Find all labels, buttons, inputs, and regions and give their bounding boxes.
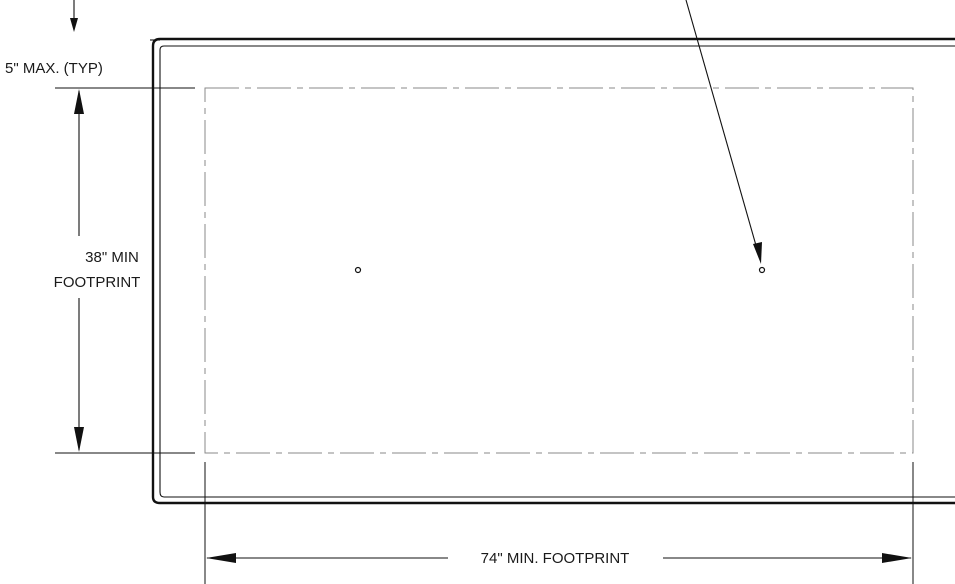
tray-outline [150,37,955,505]
callout-leader-arrow [685,0,762,264]
length-label: 74" MIN. FOOTPRINT [481,550,630,567]
side-margin-label: 5" MAX. (TYP) [5,60,103,77]
extension-lines [55,87,914,584]
width-label-line1: 38" MIN [85,249,139,266]
footprint-outline [204,87,914,454]
hole-left [354,266,362,274]
length-dimension [206,553,912,563]
hole-right [758,266,766,274]
width-dimension [74,89,84,452]
top-dimension-arrow [70,0,78,32]
width-label-line2: FOOTPRINT [54,274,141,291]
